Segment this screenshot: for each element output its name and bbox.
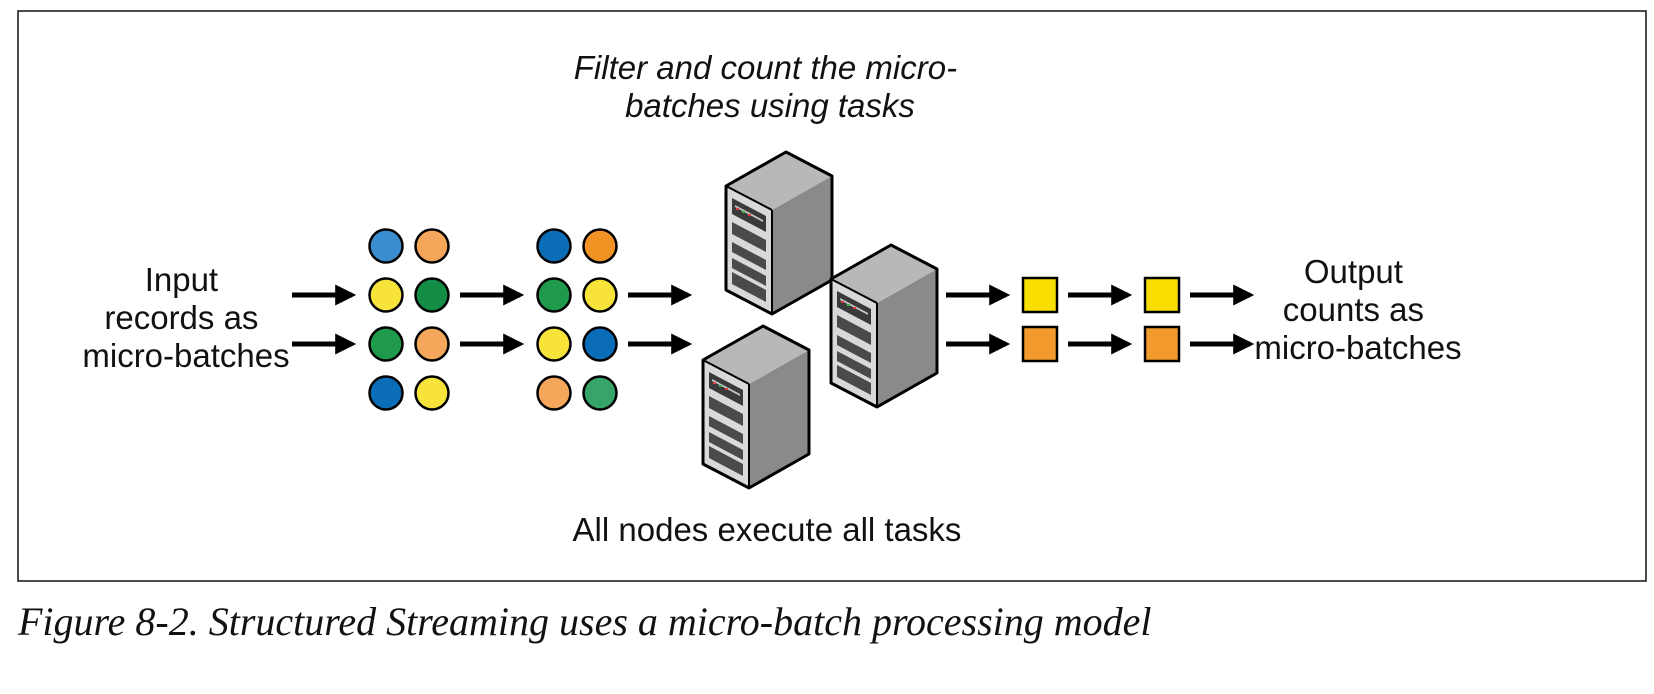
count-square-icon — [1021, 325, 1059, 363]
input-label: Input records as micro-batches — [82, 261, 289, 374]
record-circle-icon — [536, 228, 572, 264]
server-icon — [724, 150, 834, 316]
output-label: Output counts as micro-batches — [1254, 253, 1461, 366]
server-icon — [701, 324, 811, 490]
input-arrows — [292, 284, 693, 355]
record-circle-icon — [582, 326, 618, 362]
bottom-label: All nodes execute all tasks — [573, 511, 962, 548]
record-circle-icon — [536, 375, 572, 411]
output-arrows — [946, 284, 1255, 355]
record-circle-icon — [414, 228, 450, 264]
record-circle-icon — [582, 375, 618, 411]
count-square-icon — [1021, 276, 1059, 314]
record-circle-icon — [414, 375, 450, 411]
server-icon — [829, 243, 939, 409]
record-circle-icon — [536, 277, 572, 313]
top-label: Filter and count the micro- batches usin… — [574, 49, 967, 124]
record-circle-icon — [414, 326, 450, 362]
record-circle-icon — [582, 228, 618, 264]
record-circle-icon — [582, 277, 618, 313]
input-micro-batch-2 — [536, 228, 618, 411]
record-circle-icon — [368, 277, 404, 313]
record-circle-icon — [368, 228, 404, 264]
figure-caption: Figure 8-2. Structured Streaming uses a … — [17, 599, 1152, 644]
input-micro-batch-1 — [368, 228, 450, 411]
count-square-icon — [1143, 325, 1181, 363]
record-circle-icon — [536, 326, 572, 362]
output-counts — [1021, 276, 1181, 363]
record-circle-icon — [368, 375, 404, 411]
record-circle-icon — [414, 277, 450, 313]
record-circle-icon — [368, 326, 404, 362]
count-square-icon — [1143, 276, 1181, 314]
